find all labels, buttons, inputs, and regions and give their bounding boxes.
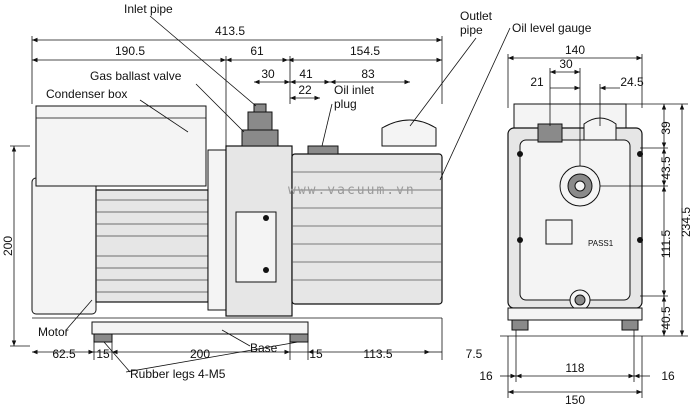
dim-width-top: 140 [565, 43, 585, 57]
dim-inlet-offset: 30 [261, 67, 275, 81]
dim-leg-pitch: 200 [190, 347, 210, 361]
dim-leg-left: 15 [96, 347, 110, 361]
label-oil-inlet-plug-2: plug [334, 97, 357, 111]
dim-30: 30 [559, 57, 573, 71]
dim-21: 21 [530, 75, 544, 89]
dim-h40-5: 40.5 [659, 306, 673, 330]
label-motor: Motor [38, 325, 69, 339]
label-condenser-box: Condenser box [46, 87, 127, 101]
dim-foot-pitch: 118 [565, 361, 584, 375]
label-outlet-pipe-1: Outlet [460, 9, 493, 23]
gas-ballast-valve-shape [241, 129, 279, 147]
inlet-pipe-shape [247, 111, 273, 131]
nameplate-text: PASS1 [588, 239, 614, 248]
label-oil-level-gauge: Oil level gauge [512, 21, 592, 35]
dim-center-section: 61 [250, 44, 264, 58]
dim-rear-offset: 113.5 [363, 347, 392, 361]
dim-h39: 39 [659, 121, 673, 135]
motor-fan-cover [31, 177, 97, 315]
dim-83: 83 [361, 67, 375, 81]
dim-41: 41 [299, 67, 313, 81]
dim-height: 200 [1, 236, 15, 256]
callouts: Inlet pipe Outlet pipe Oil level gauge G… [38, 2, 592, 381]
dim-total-height: 234.5 [679, 207, 693, 237]
nameplate [545, 219, 573, 245]
side-view-dimensions [10, 36, 443, 360]
label-gas-ballast-valve: Gas ballast valve [90, 69, 182, 83]
condenser-box-shape [35, 105, 207, 187]
front-outlet-pipe [583, 117, 617, 141]
pump-fins [292, 171, 442, 281]
dim-foot-right: 16 [661, 369, 675, 383]
dim-front-overhang: 62.5 [52, 347, 76, 361]
front-base [507, 307, 643, 321]
dim-base-width: 150 [565, 393, 585, 407]
front-view-dim-text: 140 30 21 24.5 39 43.5 111.5 40.5 234.5 … [479, 43, 693, 407]
label-oil-inlet-plug-1: Oil inlet [334, 83, 375, 97]
front-inlet-pipe [537, 123, 563, 143]
watermark: www.vacuum.vn [288, 183, 416, 198]
rubber-leg-left [93, 333, 113, 343]
dim-24-5: 24.5 [620, 75, 644, 89]
label-rubber-legs: Rubber legs 4-M5 [130, 367, 226, 381]
dim-h43-5: 43.5 [659, 156, 673, 180]
side-view [31, 103, 443, 343]
oil-inlet-plug-shape [307, 145, 339, 155]
dim-foot-left: 16 [479, 369, 493, 383]
motor-body [95, 189, 209, 303]
front-top-cover [513, 103, 627, 129]
dim-leg-right: 15 [309, 347, 323, 361]
center-coupling [207, 149, 227, 311]
base-shape [91, 321, 309, 335]
dim-22: 22 [298, 83, 312, 97]
rubber-leg-right [289, 333, 309, 343]
dim-motor-section: 190.5 [115, 44, 145, 58]
dim-pump-section: 154.5 [350, 44, 380, 58]
side-view-dim-text: 413.5 190.5 61 154.5 30 41 83 22 200 62.… [1, 24, 483, 361]
dim-overall-length: 413.5 [215, 24, 245, 38]
front-view-dimensions [500, 54, 688, 398]
dim-h111-5: 111.5 [659, 230, 673, 259]
label-outlet-pipe-2: pipe [460, 23, 483, 37]
outlet-pipe-shape [381, 119, 437, 147]
dim-rear-overhang: 7.5 [466, 347, 483, 361]
label-inlet-pipe: Inlet pipe [124, 2, 173, 16]
motor-fins [96, 199, 208, 293]
front-view: PASS1 [500, 103, 650, 337]
pump-body [291, 153, 443, 305]
